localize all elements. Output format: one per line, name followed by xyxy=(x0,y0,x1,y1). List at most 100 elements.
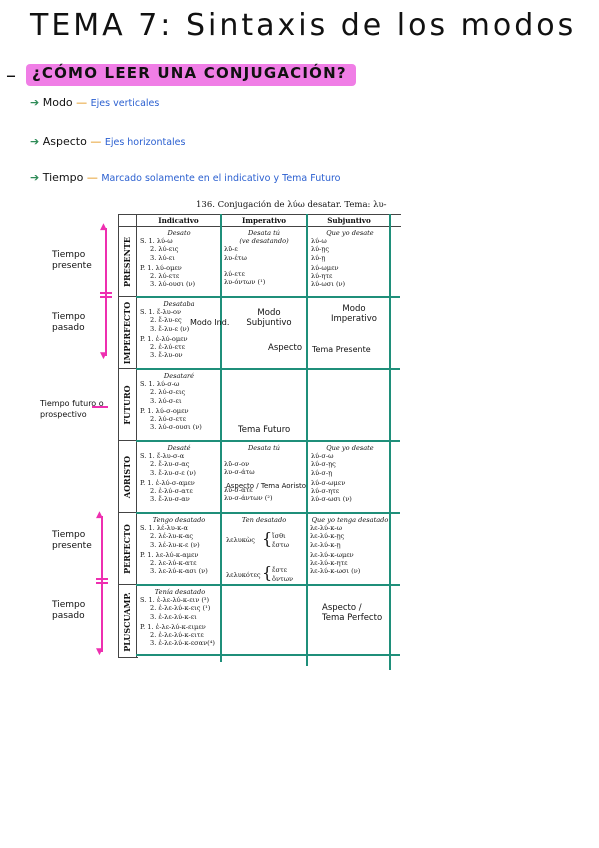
page-title: TEMA 7: Sintaxis de los modos xyxy=(30,8,577,43)
grid-line xyxy=(118,512,136,513)
row-label-futuro: FUTURO xyxy=(122,385,132,425)
bullet-aspecto: ➔ Aspecto — Ejes horizontales xyxy=(30,135,185,148)
form: 3. λύ-ουσι (ν) xyxy=(150,280,196,289)
grid-line xyxy=(118,584,136,585)
form: λυ-έτω xyxy=(224,253,247,262)
row-label-aoristo: AORISTO xyxy=(122,455,132,499)
form: λύ-σ-ωσι (ν) xyxy=(311,495,352,504)
form: λύ-σ-ῃς xyxy=(311,460,336,469)
form: λύ-σ-ω xyxy=(311,452,334,461)
subtitle: ¿CÓMO LEER UNA CONJUGACIÓN? xyxy=(32,64,347,82)
annotation-modo-ind: Modo Ind. xyxy=(190,318,230,327)
perfecto-imp-pl-participle: λελυκότες xyxy=(226,571,261,579)
cell-perfecto-indicativo: Tengo desatado S. 1. λέ-λυ-κ-α 2. λέ-λυ-… xyxy=(140,516,218,575)
cell-heading: Desata tú xyxy=(247,444,281,452)
form: 2. ἐ-λύ-ετε xyxy=(150,343,186,352)
form: 2. λε-λύ-κ-ατε xyxy=(150,559,197,568)
teal-line-h xyxy=(136,512,400,514)
row-label-imperfecto: IMPERFECTO xyxy=(122,301,132,365)
pink-tick xyxy=(100,292,112,294)
form: 2. λύ-σ-ετε xyxy=(150,415,187,424)
cell-heading: Que yo desate xyxy=(326,444,374,452)
form: λῦ-σ-ον xyxy=(224,460,250,469)
form: λε-λύ-κ-ωμεν xyxy=(310,550,354,559)
form: 3. ἔ-λυ-ε (ν) xyxy=(150,324,190,333)
cell-heading: Tengo desatado xyxy=(152,516,206,524)
form: S. 1. λύ-ω xyxy=(140,237,173,246)
row-label-pluscuamp: PLUSCUAMP. xyxy=(122,592,132,652)
arrow-down-icon: ▼ xyxy=(100,351,107,361)
note-tiempo-pasado: Tiempo pasado xyxy=(52,312,86,333)
form: S. 1. ἐ-λε-λύ-κ-ειν (³) xyxy=(140,596,210,605)
form: 3. λύ-ει xyxy=(150,253,175,262)
table-caption: 136. Conjugación de λύω desatar. Tema: λ… xyxy=(196,200,387,210)
note-tiempo-presente-2: Tiempo presente xyxy=(52,530,92,551)
annotation-aspecto: Aspecto xyxy=(268,343,303,353)
note-tiempo-pasado-2: Tiempo pasado xyxy=(52,600,86,621)
form: λύ-σ-ητε xyxy=(311,487,340,496)
cell-pluscuamp-indicativo: Tenía desatado S. 1. ἐ-λε-λύ-κ-ειν (³) 2… xyxy=(140,588,220,647)
form: P. 1. ἐ-λύ-σ-αμεν xyxy=(140,478,195,487)
cell-heading: Ten desatado xyxy=(241,516,287,524)
form: S. 1. λέ-λυ-κ-α xyxy=(140,524,188,533)
form: λυ-όντων (¹) xyxy=(224,278,266,287)
note-tiempo-presente: Tiempo presente xyxy=(52,250,92,271)
cell-heading: Desataba xyxy=(163,300,195,308)
cell-heading: Tenía desatado xyxy=(154,588,206,596)
perfecto-imp-sg-participle: λελυκὼς xyxy=(226,536,255,544)
annotation-tema-presente: Tema Presente xyxy=(312,345,371,354)
cell-futuro-indicativo: Desataré S. 1. λύ-σ-ω 2. λύ-σ-εις 3. λύ-… xyxy=(140,372,218,431)
grid-line xyxy=(118,214,119,658)
form: λυ-σ-άτω xyxy=(224,468,255,477)
form: 3. λε-λύ-κ-ασι (ν) xyxy=(150,567,208,576)
form: P. 1. λε-λύ-κ-αμεν xyxy=(140,550,199,559)
form: S. 1. ἔ-λυ-ον xyxy=(140,308,182,317)
arrow-up-icon: ▲ xyxy=(100,222,107,232)
form: λύ-ετε xyxy=(224,269,245,278)
grid-line xyxy=(118,296,136,297)
form: S. 1. λύ-σ-ω xyxy=(140,380,180,389)
form: 2. λύ-εις xyxy=(150,245,179,254)
form: λύ-ωμεν xyxy=(311,263,339,272)
cell-heading: Desato xyxy=(167,229,191,237)
bullet-modo: ➔ Modo — Ejes verticales xyxy=(30,96,159,109)
cell-perfecto-imperativo: Ten desatado xyxy=(224,516,304,524)
form: P. 1. ἐ-λε-λύ-κ-ειμεν xyxy=(140,622,206,631)
form: P. 1. ἐ-λύ-ομεν xyxy=(140,334,188,343)
arrow-icon: ➔ xyxy=(30,96,40,109)
form: λύ-ητε xyxy=(311,272,333,281)
teal-line-h xyxy=(136,368,400,370)
form: λύ-ω xyxy=(311,237,327,246)
cell-aoristo-indicativo: Desaté S. 1. ἔ-λυ-σ-α 2. ἔ-λυ-σ-ας 3. ἔ-… xyxy=(140,444,218,503)
form: λύ-ωσι (ν) xyxy=(311,280,346,289)
form: 2. ἐ-λε-λύ-κ-ειτε xyxy=(150,631,204,640)
annotation-modo-imperativo: Modo Imperativo xyxy=(330,304,378,324)
form: λῦ-ε xyxy=(224,245,238,254)
perfecto-imp-form: ἔστω xyxy=(272,541,290,549)
form: λε-λύ-κ-ητε xyxy=(310,559,348,568)
form: 3. λύ-σ-ουσι (ν) xyxy=(150,423,202,432)
form: λε-λύ-κ-ῃς xyxy=(310,532,345,541)
form: λύ-ῃ xyxy=(311,253,326,262)
teal-line-v xyxy=(306,214,308,666)
cell-heading: Que yo tenga desatado xyxy=(311,516,389,524)
arrow-icon: ➔ xyxy=(30,171,40,184)
pink-arrow-2 xyxy=(101,516,103,652)
cell-heading: Desataré xyxy=(163,372,195,380)
dash: — xyxy=(90,135,105,148)
bullet-term: Tiempo xyxy=(42,171,84,184)
row-label-presente: PRESENTE xyxy=(122,237,132,287)
form: 3. λύ-σ-ει xyxy=(150,396,182,405)
form: 2. ἐ-λύ-σ-ατε xyxy=(150,487,193,496)
teal-line-v xyxy=(389,214,391,670)
form: 3. ἔ-λυ-σ-ε (ν) xyxy=(150,468,196,477)
cell-heading-2: (ve desatando) xyxy=(239,237,289,246)
bullet-tiempo: ➔ Tiempo — Marcado solamente en el indic… xyxy=(30,171,341,184)
perfecto-imp-form: ὄντων xyxy=(272,575,294,583)
form: 3. ἔ-λυ-ον xyxy=(150,351,183,360)
form: λύ-σ-ωμεν xyxy=(311,478,346,487)
arrow-up-icon: ▲ xyxy=(96,510,103,520)
form: 2. λύ-ετε xyxy=(150,272,180,281)
col-header-subjuntivo: Subjuntivo xyxy=(327,216,371,225)
grid-line xyxy=(118,214,401,215)
